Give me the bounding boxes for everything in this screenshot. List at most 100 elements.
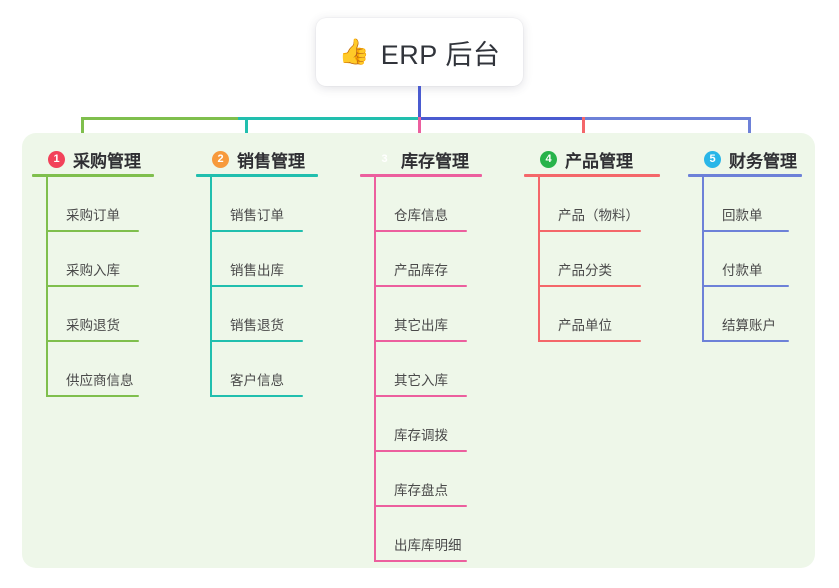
- branch-item-rule: [46, 285, 139, 287]
- branch-item[interactable]: 客户信息: [196, 342, 326, 397]
- branch-item-rule: [538, 340, 641, 342]
- branch-title: 库存管理: [401, 151, 469, 171]
- branch-item-label: 销售退货: [230, 318, 284, 333]
- branch-item-label: 仓库信息: [394, 208, 448, 223]
- branch-trunk-line: [702, 177, 704, 342]
- branch-item-label: 采购订单: [66, 208, 120, 223]
- branch-item-label: 供应商信息: [66, 373, 134, 388]
- branch-header-rule: [688, 174, 802, 177]
- branch-item-rule: [374, 340, 467, 342]
- branch-items: 仓库信息产品库存其它出库其它入库库存调拨库存盘点出库库明细: [360, 177, 490, 562]
- branch-item-label: 付款单: [722, 263, 763, 278]
- branch-title: 产品管理: [565, 151, 633, 171]
- branch-item-label: 采购入库: [66, 263, 120, 278]
- branch-item[interactable]: 销售出库: [196, 232, 326, 287]
- branch-item-rule: [46, 395, 139, 397]
- branch-column-4: 4 产品管理产品（物料） 产品分类产品单位: [524, 144, 674, 342]
- branch-item-rule: [210, 230, 303, 232]
- branch-number-badge: 4: [540, 150, 557, 168]
- branch-item-label: 产品单位: [558, 318, 612, 333]
- branch-column-2: 2 销售管理销售订单销售出库销售退货客户信息: [196, 144, 326, 397]
- branch-item-rule: [374, 285, 467, 287]
- branch-item-rule: [538, 285, 641, 287]
- branch-trunk-line: [46, 177, 48, 397]
- branch-item-rule: [702, 285, 789, 287]
- branch-title: 销售管理: [237, 151, 305, 171]
- root-node-title: ERP 后台: [380, 39, 501, 70]
- branch-item[interactable]: 销售订单: [196, 177, 326, 232]
- branch-item-rule: [702, 230, 789, 232]
- branch-item[interactable]: 付款单: [688, 232, 813, 287]
- branch-item-label: 回款单: [722, 208, 763, 223]
- branch-items: 采购订单采购入库采购退货供应商信息: [32, 177, 162, 397]
- branch-header-rule: [360, 174, 482, 177]
- root-node[interactable]: 👍 ERP 后台: [316, 18, 523, 86]
- branch-trunk-line: [538, 177, 540, 342]
- branch-trunk-line: [374, 177, 376, 562]
- branch-item[interactable]: 产品单位: [524, 287, 674, 342]
- branch-item-label: 产品分类: [558, 263, 612, 278]
- branch-item-rule: [374, 230, 467, 232]
- branch-item-rule: [46, 230, 139, 232]
- branch-item-label: 结算账户: [722, 318, 776, 333]
- branch-item[interactable]: 出库库明细: [360, 507, 490, 562]
- branch-item-label: 库存盘点: [394, 483, 448, 498]
- branch-item-label: 客户信息: [230, 373, 284, 388]
- branch-header-rule: [524, 174, 660, 177]
- branch-items: 销售订单销售出库销售退货客户信息: [196, 177, 326, 397]
- branch-item-rule: [374, 395, 467, 397]
- branch-item-label: 其它出库: [394, 318, 448, 333]
- branch-item[interactable]: 销售退货: [196, 287, 326, 342]
- branch-item[interactable]: 库存调拨: [360, 397, 490, 452]
- bus-segment-4: [584, 117, 751, 120]
- branch-item-label: 产品（物料）: [558, 208, 639, 223]
- branch-item[interactable]: 结算账户: [688, 287, 813, 342]
- branch-item[interactable]: 采购订单: [32, 177, 162, 232]
- branch-item[interactable]: 仓库信息: [360, 177, 490, 232]
- branch-number-badge: 1: [48, 150, 65, 168]
- bus-segment-1: [81, 117, 238, 120]
- root-stem-connector: [418, 86, 421, 119]
- branch-item[interactable]: 其它入库: [360, 342, 490, 397]
- thumbs-up-icon: 👍: [338, 37, 370, 66]
- branch-item-rule: [374, 505, 467, 507]
- branch-item-label: 其它入库: [394, 373, 448, 388]
- branch-trunk-line: [210, 177, 212, 397]
- branch-item-rule: [374, 560, 467, 562]
- branch-item[interactable]: 采购退货: [32, 287, 162, 342]
- branch-item-label: 销售出库: [230, 263, 284, 278]
- branch-item-label: 采购退货: [66, 318, 120, 333]
- branch-column-5: 5 财务管理回款单付款单结算账户: [688, 144, 813, 342]
- branch-item[interactable]: 产品库存: [360, 232, 490, 287]
- branch-item-rule: [46, 340, 139, 342]
- branch-header-rule: [32, 174, 154, 177]
- branch-item[interactable]: 供应商信息: [32, 342, 162, 397]
- branch-item-label: 产品库存: [394, 263, 448, 278]
- branch-item-rule: [210, 340, 303, 342]
- branch-number-badge: 2: [212, 150, 229, 168]
- branch-header-2[interactable]: 2 销售管理: [196, 144, 326, 174]
- branch-item-label: 出库库明细: [394, 538, 462, 553]
- branch-item[interactable]: 库存盘点: [360, 452, 490, 507]
- branch-header-5[interactable]: 5 财务管理: [688, 144, 813, 174]
- branch-item-rule: [374, 450, 467, 452]
- branch-title: 财务管理: [729, 151, 797, 171]
- branch-item-label: 销售订单: [230, 208, 284, 223]
- branch-header-4[interactable]: 4 产品管理: [524, 144, 674, 174]
- branch-item[interactable]: 其它出库: [360, 287, 490, 342]
- branch-number-badge: 5: [704, 150, 721, 168]
- branch-item[interactable]: 产品分类: [524, 232, 674, 287]
- branch-item[interactable]: 产品（物料）: [524, 177, 674, 232]
- branch-item-rule: [210, 285, 303, 287]
- branch-item-rule: [538, 230, 641, 232]
- branch-item[interactable]: 采购入库: [32, 232, 162, 287]
- branch-items: 产品（物料） 产品分类产品单位: [524, 177, 674, 342]
- branch-item-label: 库存调拨: [394, 428, 448, 443]
- branch-item-rule: [702, 340, 789, 342]
- branch-item[interactable]: 回款单: [688, 177, 813, 232]
